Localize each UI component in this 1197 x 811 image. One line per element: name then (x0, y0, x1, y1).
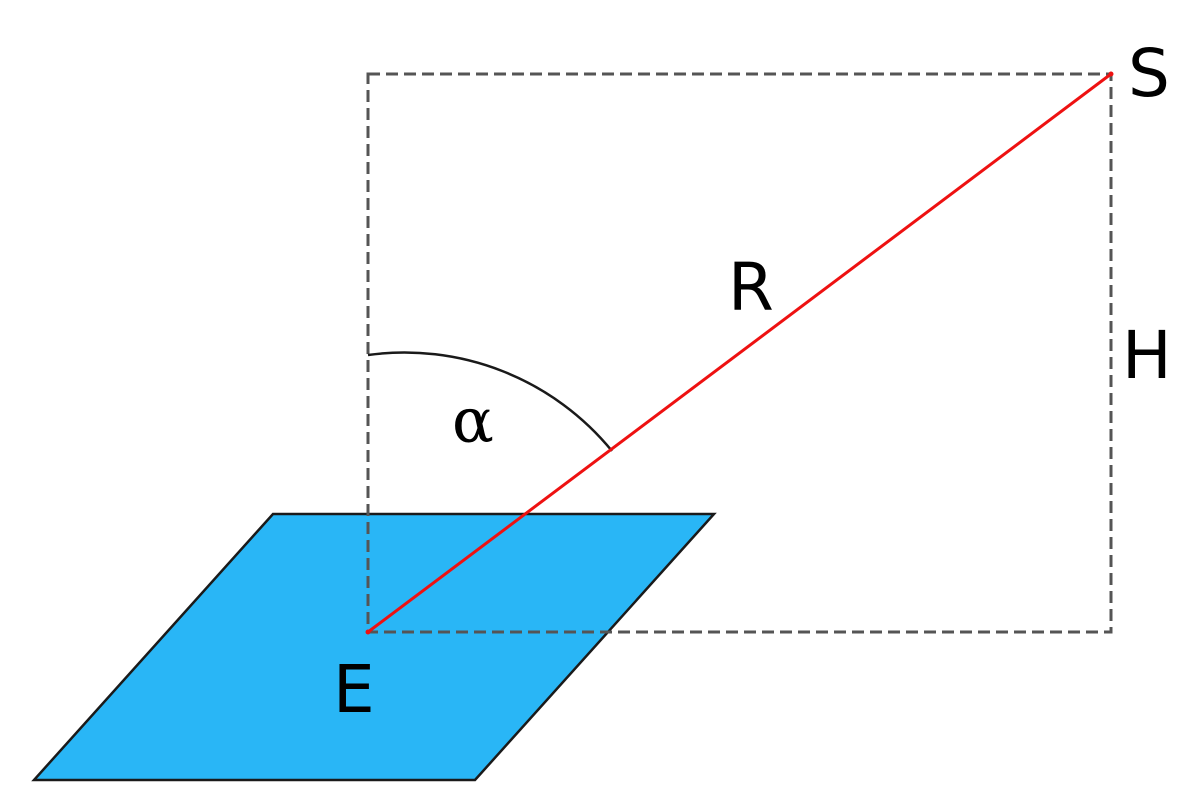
label-s: S (1128, 35, 1170, 112)
line-of-sight-r (367, 72, 1112, 634)
label-alpha: α (452, 384, 494, 457)
label-e: E (333, 651, 375, 728)
label-r: R (728, 249, 774, 326)
dashed-box (366, 72, 1113, 634)
ground-plane (31, 512, 717, 782)
point-s-marker (1108, 71, 1114, 77)
angle-arc (367, 351, 613, 452)
label-h: H (1122, 317, 1172, 394)
point-e-marker (365, 629, 371, 635)
